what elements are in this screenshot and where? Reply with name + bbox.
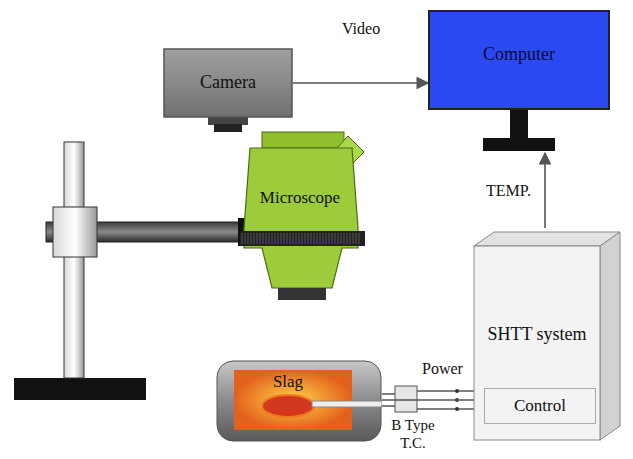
wire: [382, 405, 395, 407]
computer-monitor-outline: [428, 10, 610, 152]
node-label: Computer: [483, 44, 555, 65]
tc-connector: [395, 386, 417, 412]
connector: [382, 399, 484, 401]
edge-label: Power: [420, 360, 465, 378]
camera-box: Camera: [163, 48, 293, 118]
wire-dot: [455, 407, 459, 411]
microscope-body-outline: [240, 128, 365, 306]
stand-pole: [64, 142, 84, 378]
microscope-body: Microscope: [240, 128, 365, 306]
node-label: Microscope: [260, 188, 340, 208]
camera-mount: [214, 124, 242, 132]
wire: [382, 393, 395, 395]
node-label: Control: [514, 396, 566, 416]
wire-dot: [455, 389, 459, 393]
edge-label: Video: [340, 20, 382, 38]
node-label: Slag: [273, 372, 303, 392]
computer-monitor: Computer: [428, 10, 610, 152]
control-panel: Control: [484, 388, 596, 424]
sensor-label: B Type T.C.: [384, 416, 442, 452]
shtt-system-box: SHTT systemControl: [470, 228, 622, 442]
connector: [544, 153, 546, 228]
stand-clamp: [53, 207, 97, 257]
connector: [293, 82, 428, 84]
camera-mount: [208, 117, 248, 125]
edge-label: TEMP.: [484, 182, 533, 200]
stand-base: [14, 378, 146, 400]
node-label: Camera: [200, 72, 256, 93]
node-label: SHTT system: [487, 324, 586, 345]
furnace: Slag: [216, 360, 382, 442]
